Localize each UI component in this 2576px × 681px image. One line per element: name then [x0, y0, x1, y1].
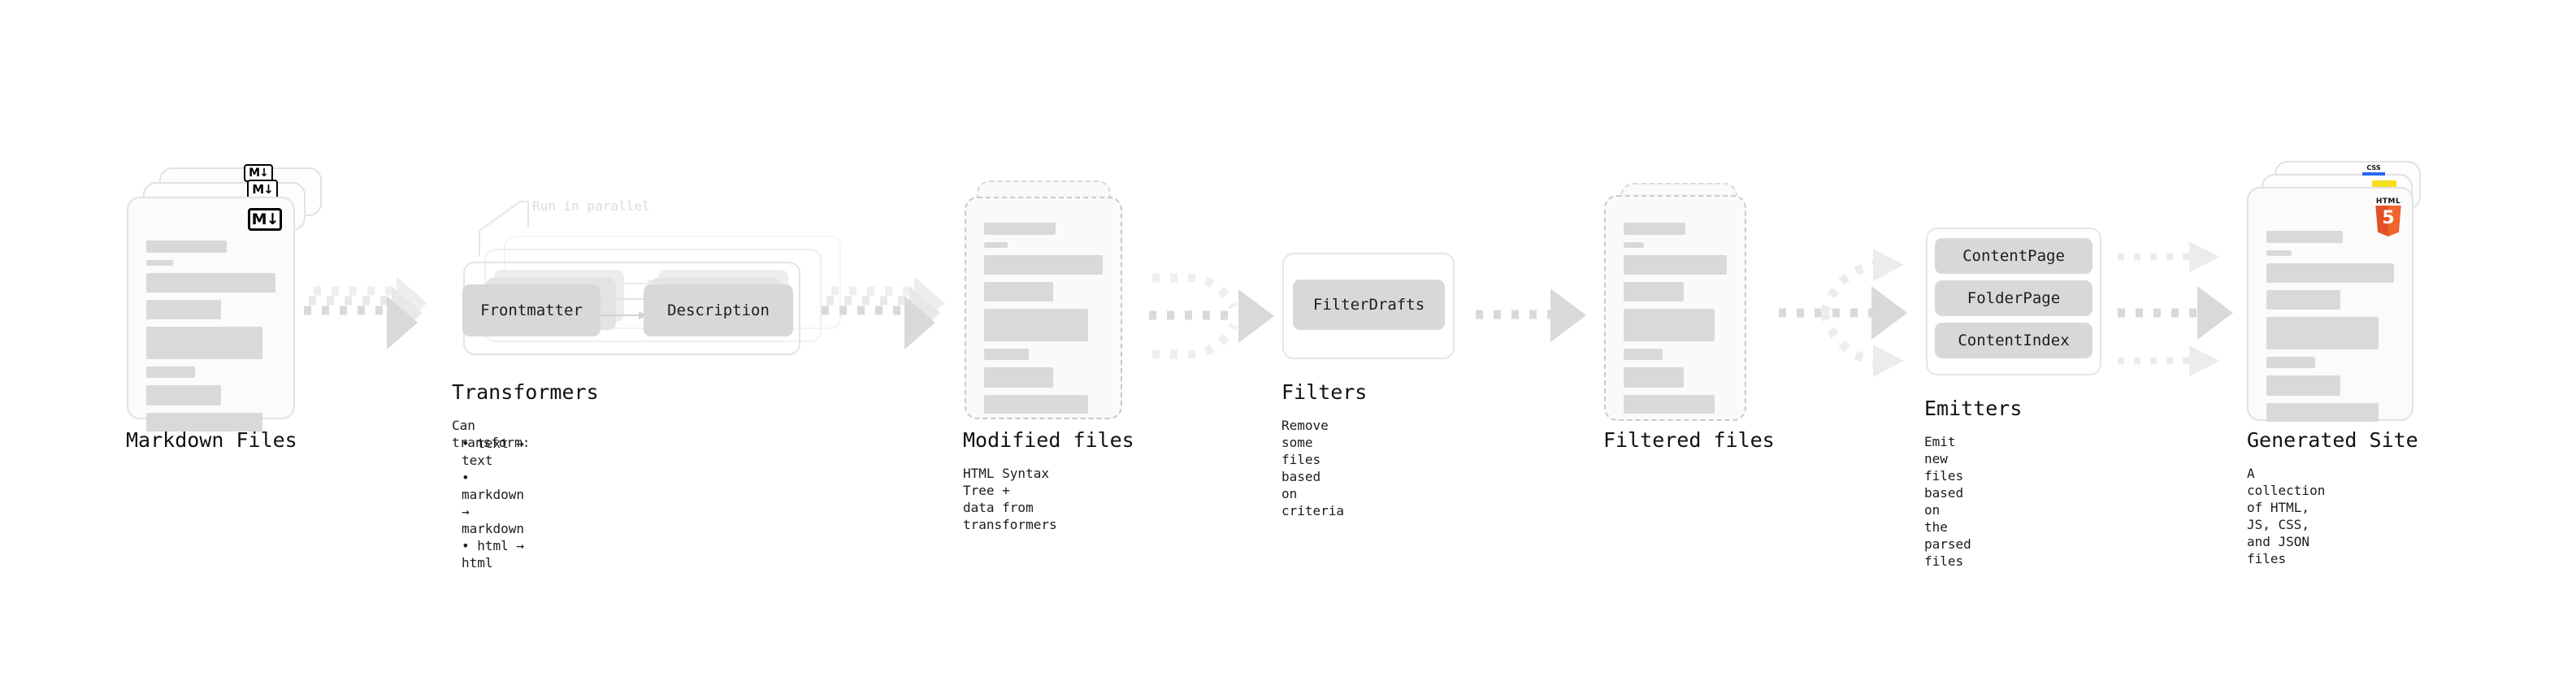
html5-digit: 5 [2382, 208, 2395, 228]
html5-badge-label: HTML [2375, 197, 2401, 206]
run-in-parallel-label: Run in parallel [532, 198, 650, 214]
markdown-files-title: Markdown Files [126, 428, 297, 452]
filtered-files-title: Filtered files [1603, 428, 1775, 452]
generated-site-title: Generated Site [2247, 428, 2418, 452]
arrow-emitters-to-site [2118, 241, 2233, 376]
doc-line [1624, 349, 1663, 360]
transform-bullet: text → text [462, 435, 524, 469]
arrow-filters-to-filtered [1476, 288, 1586, 342]
doc-line [146, 300, 222, 319]
doc-line [984, 223, 1056, 235]
doc-line [1624, 395, 1715, 414]
doc-line [1624, 282, 1684, 301]
doc-line [2266, 263, 2394, 283]
markdown-card-lines [146, 241, 275, 439]
doc-line [2266, 250, 2292, 256]
transformer-chip-description[interactable]: Description [644, 284, 793, 336]
transformer-chip-frontmatter[interactable]: Frontmatter [462, 284, 601, 336]
markdown-badge: M↓ [248, 208, 282, 231]
doc-line [1624, 309, 1715, 341]
transformers-title: Transformers [452, 380, 599, 404]
doc-line [1624, 255, 1727, 275]
arrow-transformers-to-modified [822, 276, 945, 349]
emitters-title: Emitters [1924, 397, 2023, 420]
arrow-markdown-to-transformers [304, 276, 427, 349]
doc-line [146, 273, 275, 293]
css-badge-bar [2362, 172, 2385, 176]
site-card-lines [2266, 231, 2394, 429]
modified-files-subtitle: HTML Syntax Tree + data from transformer… [963, 466, 1057, 532]
doc-line [984, 242, 1008, 248]
doc-line [984, 395, 1089, 414]
run-in-parallel-bracket [479, 201, 529, 257]
modified-card-front [965, 197, 1122, 419]
doc-line [146, 367, 196, 378]
arrow-filtered-to-emitters-branch [1779, 249, 1907, 377]
emitters-subtitle: Emit new files based on the parsed files [1924, 434, 1971, 569]
emitter-chip-folderpage[interactable]: FolderPage [1935, 280, 2092, 316]
arrow-modified-to-filters-merge [1149, 273, 1274, 359]
doc-line [146, 413, 263, 432]
doc-line [146, 385, 222, 406]
transform-bullet: markdown → markdown [462, 469, 524, 537]
doc-line [2266, 231, 2344, 243]
doc-line [2266, 317, 2379, 349]
doc-line [984, 282, 1053, 301]
markdown-badge-back-1: M↓ [247, 180, 278, 199]
doc-line [1624, 242, 1645, 248]
markdown-card-front: M↓ [127, 197, 295, 432]
html5-icon: HTML 5 [2374, 198, 2402, 236]
emitter-chip-contentpage[interactable]: ContentPage [1935, 238, 2092, 274]
site-card-front: HTML 5 [2247, 187, 2413, 422]
filters-title: Filters [1281, 380, 1368, 404]
emitters-box [1926, 228, 2101, 375]
html5-shield: 5 [2375, 206, 2401, 236]
filter-chip-filterdrafts[interactable]: FilterDrafts [1293, 280, 1445, 330]
doc-line [2266, 357, 2315, 368]
transform-bullet: html → html [462, 537, 524, 571]
doc-line [1624, 367, 1684, 388]
doc-line [984, 349, 1030, 360]
transformers-bullets: text → text markdown → markdown html → h… [452, 435, 524, 571]
doc-line [1624, 223, 1686, 235]
doc-line [2266, 290, 2341, 310]
emitter-chip-contentindex[interactable]: ContentIndex [1935, 323, 2092, 358]
modified-card-lines [984, 223, 1103, 421]
doc-line [146, 327, 263, 359]
generated-site-subtitle: A collection of HTML, JS, CSS, and JSON … [2247, 466, 2326, 566]
doc-line [984, 255, 1103, 275]
css-badge-label: CSS [2366, 164, 2381, 171]
filtered-card-front [1604, 195, 1746, 421]
doc-line [2266, 375, 2341, 396]
doc-line [146, 241, 227, 253]
modified-files-title: Modified files [963, 428, 1134, 452]
doc-line [984, 367, 1053, 388]
doc-line [2266, 403, 2379, 422]
doc-line [984, 309, 1089, 341]
filters-subtitle: Remove some files based on criteria [1281, 418, 1345, 518]
css-badge: CSS [2362, 165, 2385, 176]
filters-box [1282, 253, 1455, 359]
doc-line [146, 260, 174, 266]
filtered-card-lines [1624, 223, 1727, 421]
